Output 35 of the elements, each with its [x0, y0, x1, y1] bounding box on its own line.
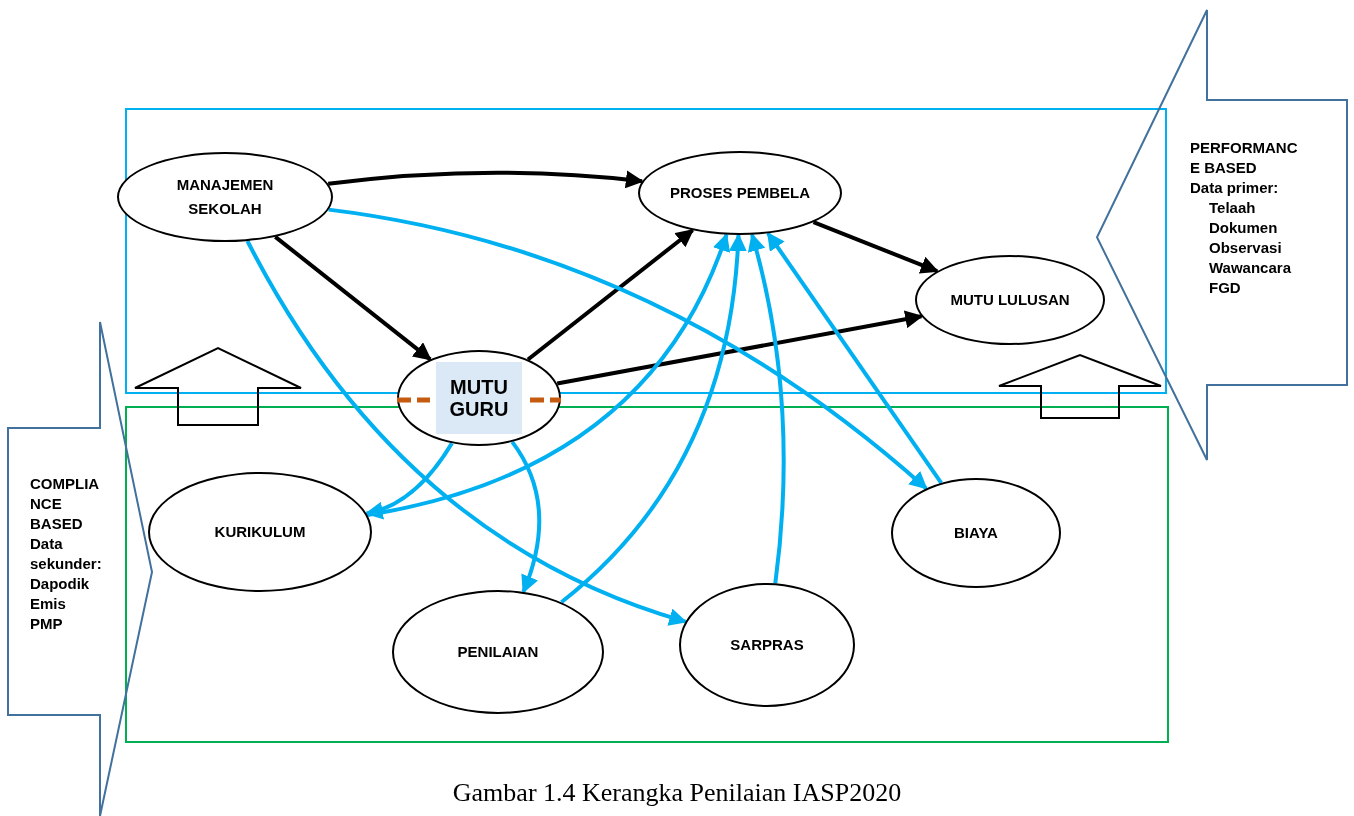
arrow: [510, 440, 542, 594]
callout-text: Data primer:: [1190, 178, 1280, 198]
callout-text: Observasi: [1209, 238, 1283, 258]
arrow: [766, 231, 943, 484]
node-label: PROSES PEMBELA: [670, 183, 810, 203]
figure-caption: Gambar 1.4 Kerangka Penilaian IASP2020: [452, 778, 902, 807]
callout-text: PMP: [30, 614, 64, 634]
callout-text: FGD: [1209, 278, 1242, 298]
arrow: [556, 310, 924, 386]
block-arrow: [134, 346, 302, 426]
node-label: SARPRAS: [730, 635, 804, 655]
node-label: MANAJEMEN SEKOLAH: [175, 175, 275, 219]
arrow: [328, 170, 644, 189]
arrow: [367, 232, 730, 517]
callout-text: Data sekunder:: [30, 534, 103, 574]
callout-text: Wawancara: [1209, 258, 1292, 278]
node-label: PENILAIAN: [457, 642, 539, 662]
block-arrow: [998, 353, 1162, 419]
callout-text: Telaah Dokumen: [1209, 198, 1279, 238]
arrow: [274, 235, 432, 361]
callout-text: Dapodik: [30, 574, 91, 594]
callout-text: Emis: [30, 594, 67, 614]
callout-text: PERFORMANC E BASED: [1190, 138, 1299, 178]
arrow: [526, 228, 695, 362]
callout-text: COMPLIA NCE BASED: [30, 474, 100, 534]
arrow: [747, 232, 786, 584]
arrow: [245, 240, 688, 626]
node-label: MUTU GURU: [436, 362, 522, 434]
node-label: BIAYA: [954, 523, 998, 543]
arrow: [560, 233, 747, 604]
node-label: KURIKULUM: [214, 522, 306, 542]
arrow: [328, 207, 928, 490]
arrow: [812, 220, 939, 274]
node-label: MUTU LULUSAN: [950, 290, 1070, 310]
arrow: [364, 442, 454, 519]
